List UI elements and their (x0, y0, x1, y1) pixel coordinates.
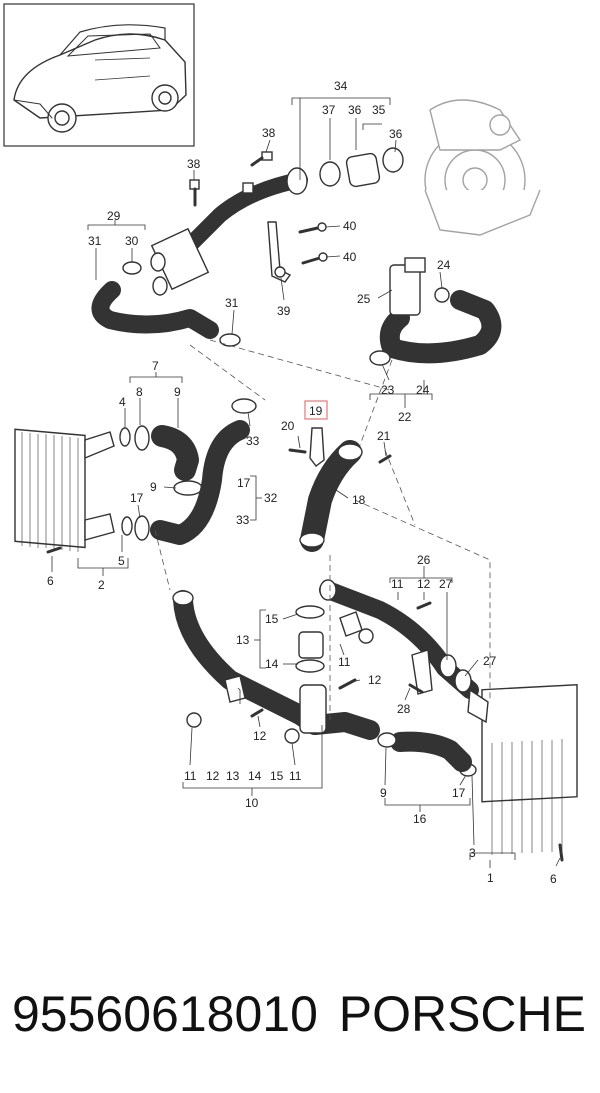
callout-12: 12 (206, 769, 220, 783)
callout-36: 36 (389, 127, 403, 141)
callout-22: 22 (398, 410, 412, 424)
callout-21: 21 (377, 429, 391, 443)
turbocharger (424, 99, 541, 236)
callout-17: 17 (237, 476, 251, 490)
callout-40: 40 (343, 250, 357, 264)
callout-6: 6 (550, 872, 557, 886)
callout-28: 28 (397, 702, 411, 716)
callout-4: 4 (119, 395, 126, 409)
callout-16: 16 (413, 812, 427, 826)
callout-34: 34 (334, 79, 348, 93)
right-pipe (319, 579, 479, 699)
callout-13: 13 (226, 769, 240, 783)
callout-11: 11 (289, 769, 302, 783)
charge-hoses-left (150, 398, 257, 545)
callout-9: 9 (150, 480, 157, 494)
callout-13: 13 (236, 633, 250, 647)
callout-23: 23 (381, 383, 395, 397)
callout-3: 3 (469, 846, 476, 860)
callout-39: 39 (277, 304, 291, 318)
connector-35 (319, 147, 404, 188)
callout-6: 6 (47, 574, 54, 588)
callout-25: 25 (357, 292, 371, 306)
callout-5: 5 (118, 554, 125, 568)
intercooler-left (14, 425, 150, 554)
callout-27: 27 (439, 577, 453, 591)
callout-10: 10 (245, 796, 259, 810)
callout-19: 19 (309, 404, 323, 418)
callout-24: 24 (437, 258, 451, 272)
callout-15: 15 (265, 612, 279, 626)
callout-33: 33 (246, 434, 260, 448)
callout-26: 26 (417, 553, 431, 567)
callout-9: 9 (380, 786, 387, 800)
callout-1: 1 (487, 871, 494, 885)
callout-31: 31 (88, 234, 102, 248)
callout-32: 32 (264, 491, 278, 505)
callout-36: 36 (348, 103, 362, 117)
callout-29: 29 (107, 209, 121, 223)
lower-right-hose (377, 731, 472, 772)
callout-20: 20 (281, 419, 295, 433)
callout-33: 33 (236, 513, 250, 527)
callout-27: 27 (483, 654, 497, 668)
callout-labels: 34 37 36 35 36 38 38 29 31 30 40 40 24 2… (47, 79, 557, 886)
callout-11: 11 (184, 769, 197, 783)
callout-38: 38 (262, 126, 276, 140)
callout-8: 8 (136, 385, 143, 399)
upper-right-pipe (369, 257, 502, 366)
leader-lines (51, 97, 561, 868)
parts-diagram: 34 37 36 35 36 38 38 29 31 30 40 40 24 2… (3, 3, 578, 886)
callout-17: 17 (130, 491, 144, 505)
callout-37: 37 (322, 103, 336, 117)
callout-12: 12 (253, 729, 267, 743)
intercooler-right (459, 684, 578, 862)
callout-38: 38 (187, 157, 201, 171)
callout-2: 2 (98, 578, 105, 592)
callout-17: 17 (452, 786, 466, 800)
callout-18: 18 (352, 493, 366, 507)
part-number: 95560618010 (12, 986, 318, 1042)
callout-9: 9 (174, 385, 181, 399)
footer: 95560618010 PORSCHE (0, 975, 600, 1085)
brand-name: PORSCHE (338, 986, 586, 1042)
bolt-38 (189, 151, 273, 207)
callout-14: 14 (248, 769, 262, 783)
callout-30: 30 (125, 234, 139, 248)
callout-7: 7 (152, 359, 159, 373)
callout-12: 12 (417, 577, 431, 591)
vehicle-thumbnail (3, 3, 195, 147)
callout-11: 11 (338, 655, 351, 669)
highlight-box-19 (304, 400, 328, 420)
callout-40: 40 (343, 219, 357, 233)
callout-15: 15 (270, 769, 284, 783)
callout-11: 11 (391, 577, 404, 591)
upper-left-pipe (91, 167, 308, 347)
callout-35: 35 (372, 103, 386, 117)
callout-12: 12 (368, 673, 382, 687)
callout-14: 14 (265, 657, 279, 671)
lower-y-pipe (172, 590, 380, 744)
callout-31: 31 (225, 296, 239, 310)
central-duct (288, 427, 392, 552)
callout-24: 24 (416, 383, 430, 397)
bracket-39 (267, 221, 328, 283)
